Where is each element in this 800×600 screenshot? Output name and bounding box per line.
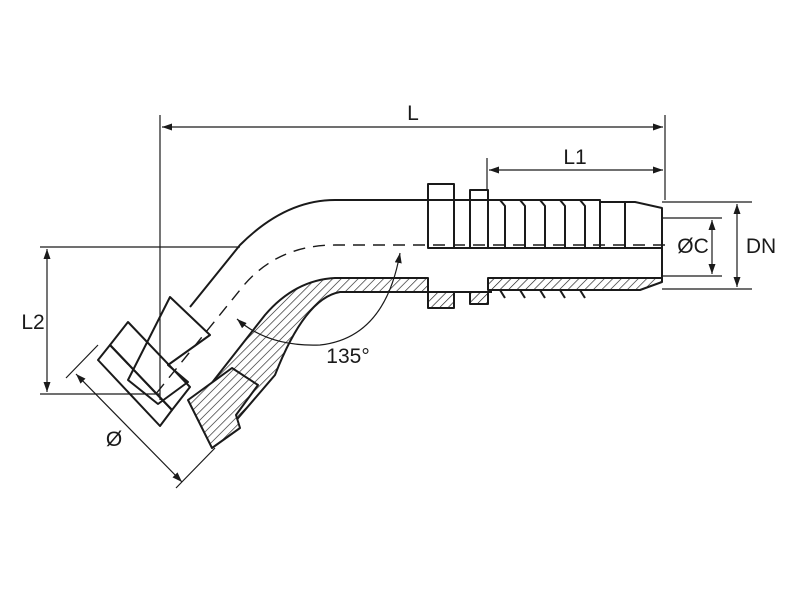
extension-lines bbox=[40, 115, 752, 489]
dimension-labels: L L1 L2 ØC DN 135° Ø bbox=[21, 102, 776, 451]
label-L2: L2 bbox=[21, 311, 44, 334]
label-OC: ØC bbox=[677, 235, 709, 258]
barbed-tail bbox=[487, 199, 663, 299]
straight-section bbox=[427, 183, 492, 309]
label-L: L bbox=[407, 102, 419, 125]
flange-nut bbox=[97, 296, 259, 449]
label-135: 135° bbox=[326, 345, 369, 368]
label-DN: DN bbox=[746, 235, 776, 258]
dim-arc-135 bbox=[236, 252, 402, 346]
dim-line-O bbox=[75, 373, 183, 483]
dimension-lines bbox=[43, 123, 741, 483]
label-diameter: Ø bbox=[106, 428, 122, 451]
label-L1: L1 bbox=[563, 146, 586, 169]
